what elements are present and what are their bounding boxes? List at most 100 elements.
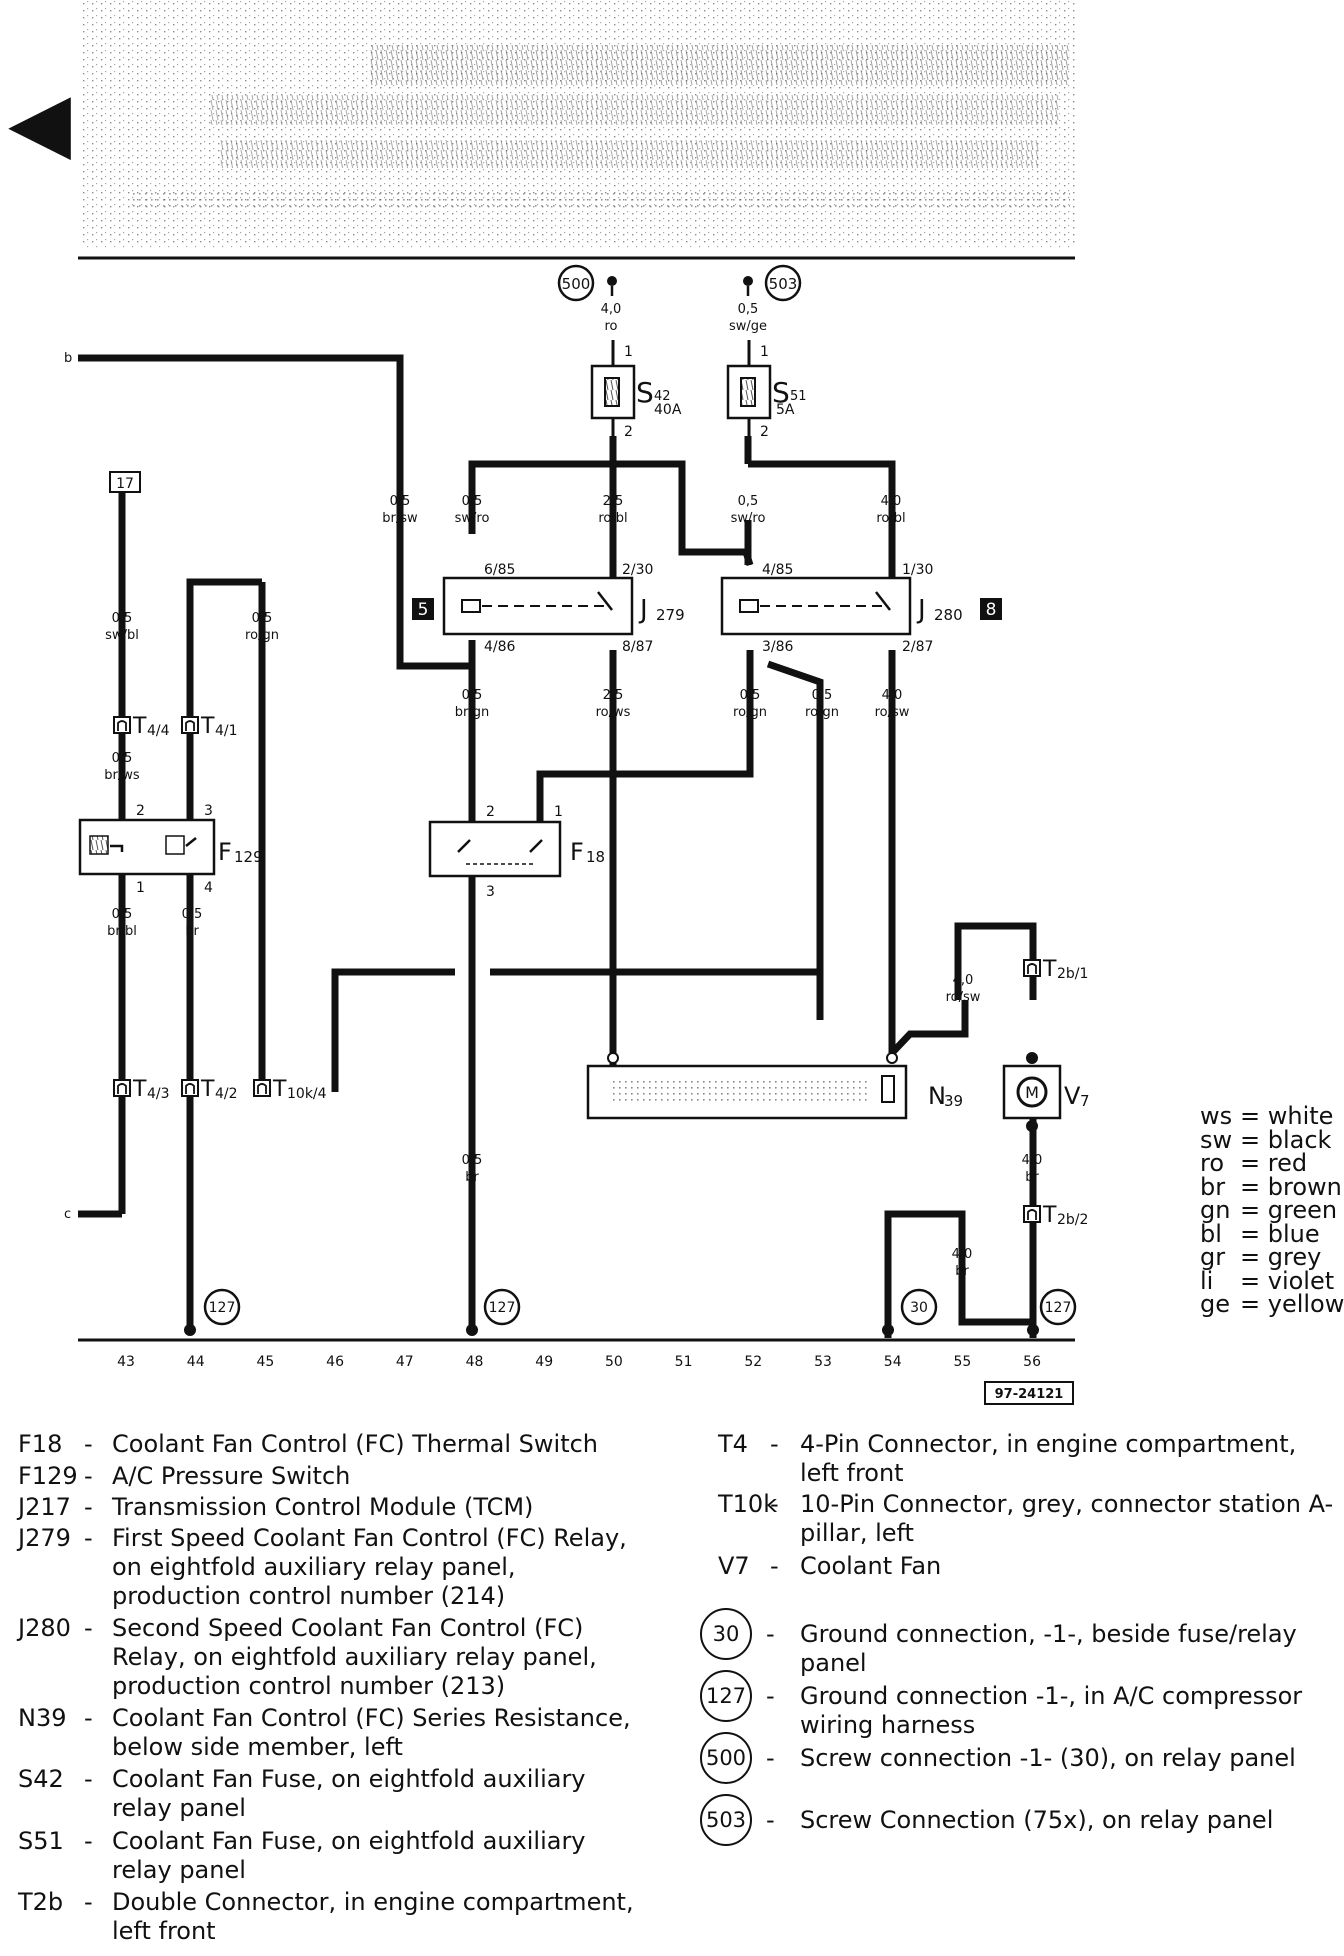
relay-j280: J 280 8: [720, 576, 1002, 636]
svg-text:T: T: [200, 1077, 215, 1102]
side-ref-c: c: [64, 1207, 71, 1222]
svg-text:0,5: 0,5: [738, 494, 759, 509]
legend-dash: -: [84, 1524, 93, 1552]
svg-text:ro/gn: ro/gn: [245, 628, 279, 643]
legend-dash: -: [766, 1744, 775, 1772]
color-abbr: ge: [1200, 1290, 1230, 1318]
color-key-row: sw= black: [1200, 1126, 1331, 1154]
svg-text:40A: 40A: [654, 402, 682, 418]
legend-dash: -: [766, 1806, 775, 1834]
wire-label: 0,5ro/gn: [733, 688, 767, 720]
color-abbr: bl: [1200, 1219, 1222, 1248]
pin-label: 6/85: [484, 562, 515, 578]
svg-text:sw/ge: sw/ge: [729, 319, 767, 334]
svg-text:17: 17: [116, 476, 134, 492]
wire-label: 0,5br/gn: [455, 688, 489, 720]
column-number: 56: [1023, 1354, 1041, 1370]
pin-label: 2/87: [902, 639, 933, 655]
column-number: 46: [326, 1354, 344, 1370]
svg-text:0,5: 0,5: [738, 302, 759, 317]
reference-code: 97-24121: [984, 1381, 1074, 1405]
color-abbr: li: [1200, 1266, 1214, 1295]
color-key-row: gn= green: [1200, 1196, 1337, 1224]
legend-code: T10k: [718, 1490, 778, 1518]
wire-label: 4,0ro/sw: [875, 688, 910, 720]
color-name: red: [1267, 1149, 1308, 1177]
legend-dash: -: [766, 1620, 775, 1648]
ground-127-c: 127: [1027, 1288, 1077, 1336]
back-arrow-icon: ◀: [8, 75, 71, 170]
legend-text: Coolant Fan Control (FC) Thermal Switch: [112, 1430, 599, 1458]
column-number: 45: [256, 1354, 274, 1370]
svg-text:br: br: [955, 1264, 969, 1279]
svg-text:30: 30: [910, 1300, 928, 1316]
pin-label: 3: [204, 803, 213, 819]
wire-label: 4,0ro/bl: [876, 494, 905, 526]
svg-text:V: V: [1064, 1082, 1081, 1110]
pin-label: 4/86: [484, 639, 516, 655]
legend-code: T4: [718, 1430, 748, 1458]
component-legend-left: F18-Coolant Fan Control (FC) Thermal Swi…: [0, 1430, 660, 1956]
color-key-row: gr= grey: [1200, 1243, 1321, 1271]
switch-f129: F 129: [78, 818, 263, 876]
equals-sign: =: [1240, 1196, 1268, 1224]
column-number: 44: [187, 1354, 205, 1370]
color-name: white: [1267, 1102, 1334, 1130]
legend-dash: -: [770, 1430, 779, 1458]
legend-text: Ground connection -1-, in A/C compressor…: [800, 1682, 1303, 1739]
svg-text:ro/gn: ro/gn: [805, 705, 839, 720]
wire-label: 0,5br: [182, 907, 203, 939]
svg-text:97-24121: 97-24121: [995, 1387, 1064, 1402]
svg-text:39: 39: [944, 1092, 963, 1110]
svg-text:127: 127: [1045, 1300, 1072, 1316]
svg-text:279: 279: [656, 606, 685, 624]
component-legend-right: T4-4-Pin Connector, in engine compartmen…: [700, 1430, 1344, 1956]
pin-label: 2: [486, 804, 495, 820]
svg-text:503: 503: [769, 275, 798, 293]
column-number: 50: [605, 1354, 623, 1370]
svg-text:10k/4: 10k/4: [287, 1086, 327, 1102]
svg-text:129: 129: [234, 848, 263, 866]
svg-text:T: T: [1042, 1203, 1057, 1228]
legend-dash: -: [84, 1888, 93, 1916]
pin-label: 3: [486, 884, 495, 900]
svg-text:ro/gn: ro/gn: [733, 705, 767, 720]
wire-label: 0,5br/bl: [107, 907, 137, 939]
relay-j279: J 279 5: [412, 576, 685, 636]
svg-text:F: F: [218, 838, 232, 866]
svg-text:51: 51: [790, 389, 807, 404]
legend-text: Ground connection, -1-, beside fuse/rela…: [800, 1620, 1297, 1677]
fuse-feed-wires: [611, 340, 751, 436]
legend-dash: -: [84, 1462, 93, 1490]
svg-text:4/2: 4/2: [215, 1086, 238, 1102]
color-name: violet: [1267, 1266, 1335, 1295]
wire-label: 4,0br: [1022, 1153, 1043, 1185]
color-name: blue: [1267, 1219, 1320, 1248]
column-number: 49: [535, 1354, 553, 1370]
svg-text:T: T: [132, 714, 147, 739]
color-name: yellow: [1267, 1290, 1344, 1318]
svg-text:T: T: [1042, 957, 1057, 982]
color-key-row: ws= white: [1200, 1102, 1333, 1130]
legend-text: Coolant Fan Fuse, on eightfold auxiliary…: [112, 1827, 586, 1884]
legend-code: V7: [718, 1552, 750, 1580]
svg-text:7: 7: [1080, 1092, 1090, 1110]
color-key-row: ro= red: [1200, 1149, 1307, 1177]
wire-label: 0,5sw/ro: [455, 494, 490, 526]
legend-code: F129: [18, 1462, 78, 1490]
svg-text:0,5: 0,5: [462, 494, 483, 509]
svg-text:br/ws: br/ws: [104, 768, 140, 783]
legend-dash: -: [84, 1704, 93, 1732]
legend-text: Screw Connection (75x), on relay panel: [800, 1806, 1274, 1834]
color-name: grey: [1267, 1243, 1322, 1271]
svg-text:br: br: [185, 924, 199, 939]
legend-code: 503: [700, 1794, 752, 1846]
legend-code: 30: [700, 1608, 752, 1660]
svg-text:4,0: 4,0: [1022, 1153, 1043, 1168]
svg-text:J: J: [916, 595, 926, 625]
